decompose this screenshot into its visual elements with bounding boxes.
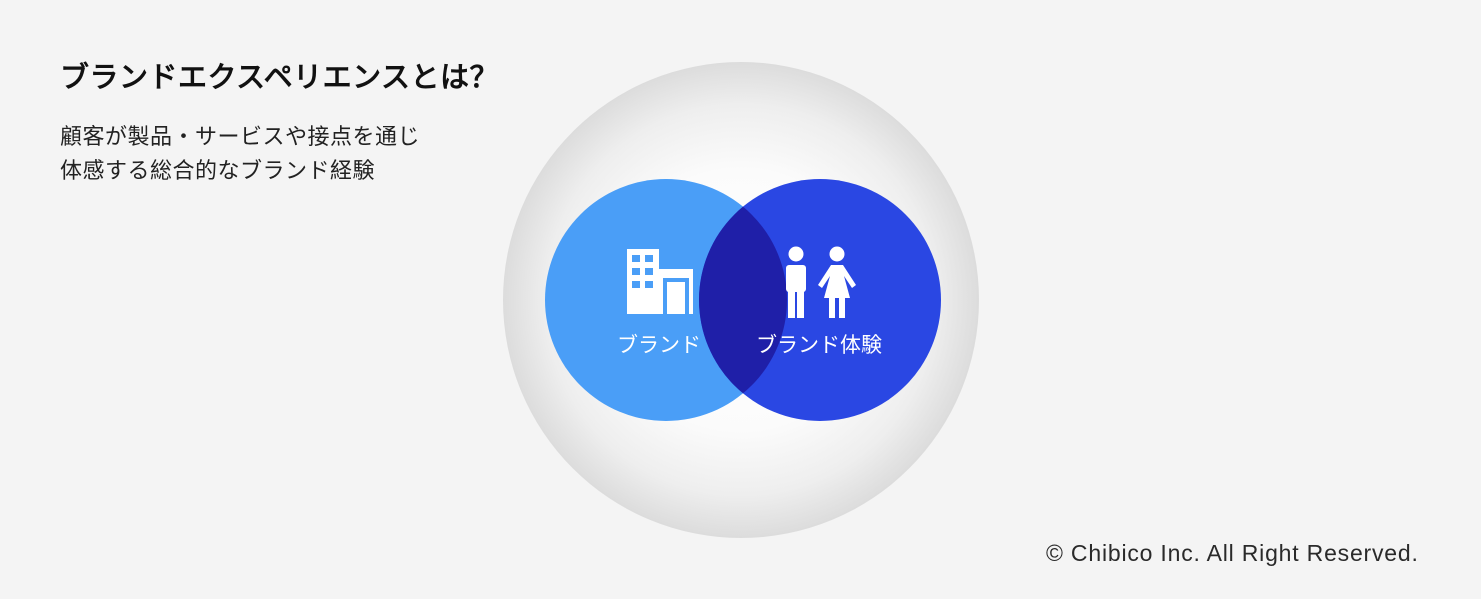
brand-experience-label: ブランド体験	[756, 333, 882, 357]
building-icon	[627, 249, 693, 314]
description-line-1: 顧客が製品・サービスや接点を通じ	[60, 125, 421, 150]
people-icon	[786, 246, 856, 318]
page-description: 顧客が製品・サービスや接点を通じ 体感する総合的なブランド経験	[60, 121, 420, 189]
description-line-2: 体感する総合的なブランド経験	[60, 159, 376, 184]
brand-label: ブランド	[617, 333, 701, 357]
copyright-text: © Chibico Inc. All Right Reserved.	[1046, 540, 1419, 566]
overlap-region	[699, 179, 787, 421]
page-title: ブランドエクスペリエンスとは？	[60, 60, 500, 94]
